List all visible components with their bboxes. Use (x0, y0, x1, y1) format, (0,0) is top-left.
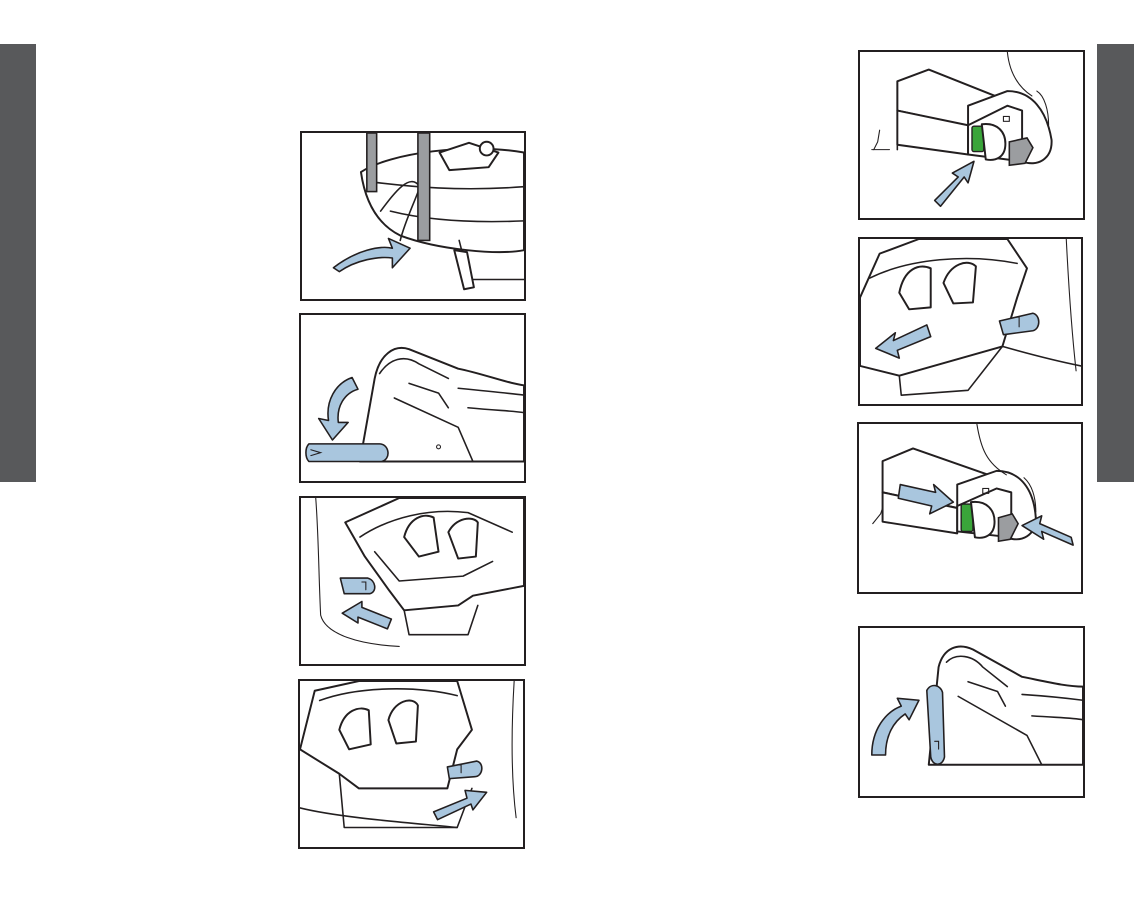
arrow-right-icon (434, 790, 487, 819)
illustration-latch-indicator-press (858, 50, 1085, 220)
illustration-latch-squeeze (857, 422, 1083, 594)
curved-arrow-up-icon (872, 698, 919, 755)
side-tab-left (0, 44, 36, 482)
illustration-belt-routing (300, 131, 526, 301)
illustration-stand-lowered (299, 313, 526, 483)
illustration-stand-raised (858, 626, 1085, 798)
illustration-carrier-engage-right (298, 679, 525, 849)
arrow-left-icon (342, 602, 391, 629)
foot-panel-icon (306, 444, 388, 462)
side-tab-right (1097, 44, 1134, 482)
illustration-carrier-engage-left (299, 496, 526, 666)
curved-arrow-down-icon (319, 377, 358, 439)
arrow-diagonal-icon (935, 161, 974, 206)
illustration-carrier-remove (858, 237, 1083, 406)
curved-arrow-icon (333, 238, 410, 271)
